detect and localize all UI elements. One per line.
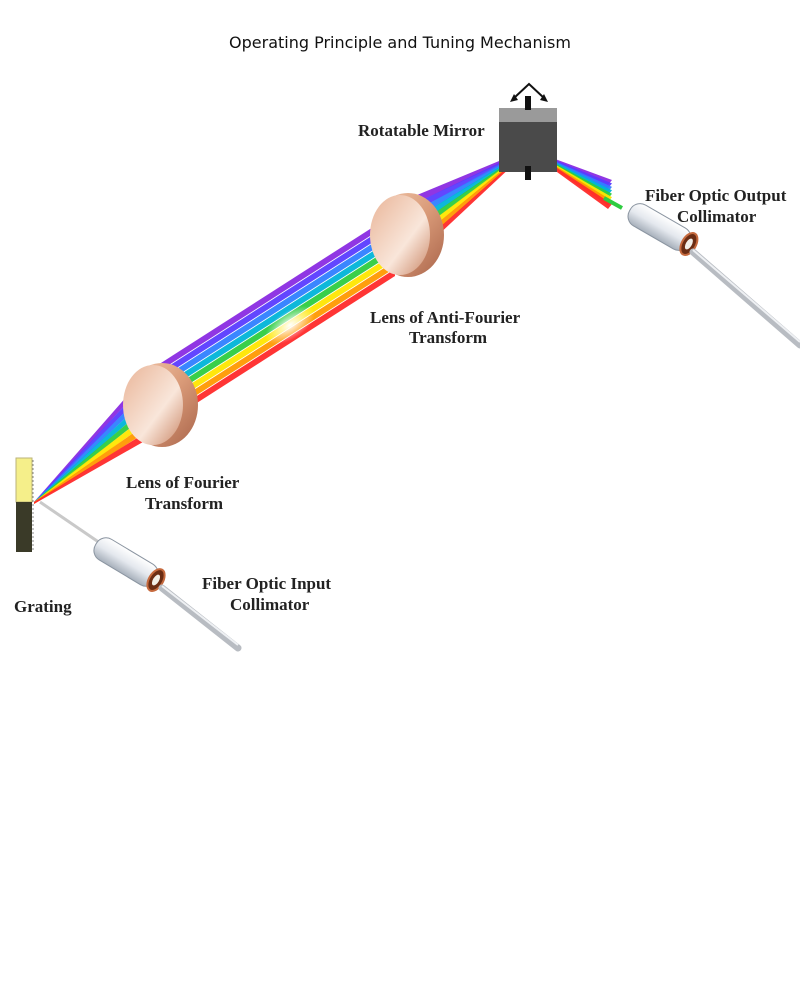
spectral-ray (405, 149, 528, 208)
spectral-ray (34, 412, 150, 504)
spectral-ray (150, 229, 395, 393)
label-grating: Grating (14, 597, 72, 616)
fourier-lens (123, 363, 198, 447)
grating (15, 457, 34, 552)
spectral-ray (34, 370, 150, 504)
spectral-ray (150, 213, 395, 377)
input-collimator (93, 537, 166, 592)
label-fourier-line2: Transform (145, 494, 223, 513)
label-output-collimator-line2: Collimator (677, 207, 757, 226)
label-input-collimator-line2: Collimator (230, 595, 310, 614)
spectral-ray (405, 149, 528, 225)
spectral-ray (150, 221, 395, 385)
spectral-ray (150, 269, 395, 433)
output-beam-green (603, 196, 623, 210)
spectral-ray (34, 387, 150, 504)
rotatable-mirror (499, 82, 557, 180)
label-fourier-line1: Lens of Fourier (126, 473, 240, 492)
spectral-ray (34, 430, 150, 504)
label-output-collimator-line1: Fiber Optic Output (645, 186, 787, 205)
spectral-ray (34, 404, 150, 504)
output-collimator (627, 203, 699, 256)
spectral-ray (405, 149, 528, 217)
input-beam (39, 500, 101, 545)
spectral-ray (34, 395, 150, 504)
output-fiber (689, 248, 800, 349)
spectral-ray (34, 421, 150, 504)
page-title: Operating Principle and Tuning Mechanism (229, 33, 571, 52)
dispersed-beams-fourier (34, 370, 150, 504)
input-fiber (158, 584, 242, 652)
spectral-ray (34, 378, 150, 504)
label-rotatable-mirror: Rotatable Mirror (358, 121, 485, 140)
label-anti-fourier-line1: Lens of Anti-Fourier (370, 308, 521, 327)
rotation-arrow-icon (513, 82, 545, 99)
optical-diagram: Rotatable Mirror Fiber Optic Output Coll… (14, 82, 800, 652)
label-anti-fourier-line2: Transform (409, 328, 487, 347)
anti-fourier-lens (370, 193, 444, 277)
label-input-collimator-line1: Fiber Optic Input (202, 574, 331, 593)
spectral-ray (150, 237, 395, 401)
beam-glow (265, 305, 315, 345)
